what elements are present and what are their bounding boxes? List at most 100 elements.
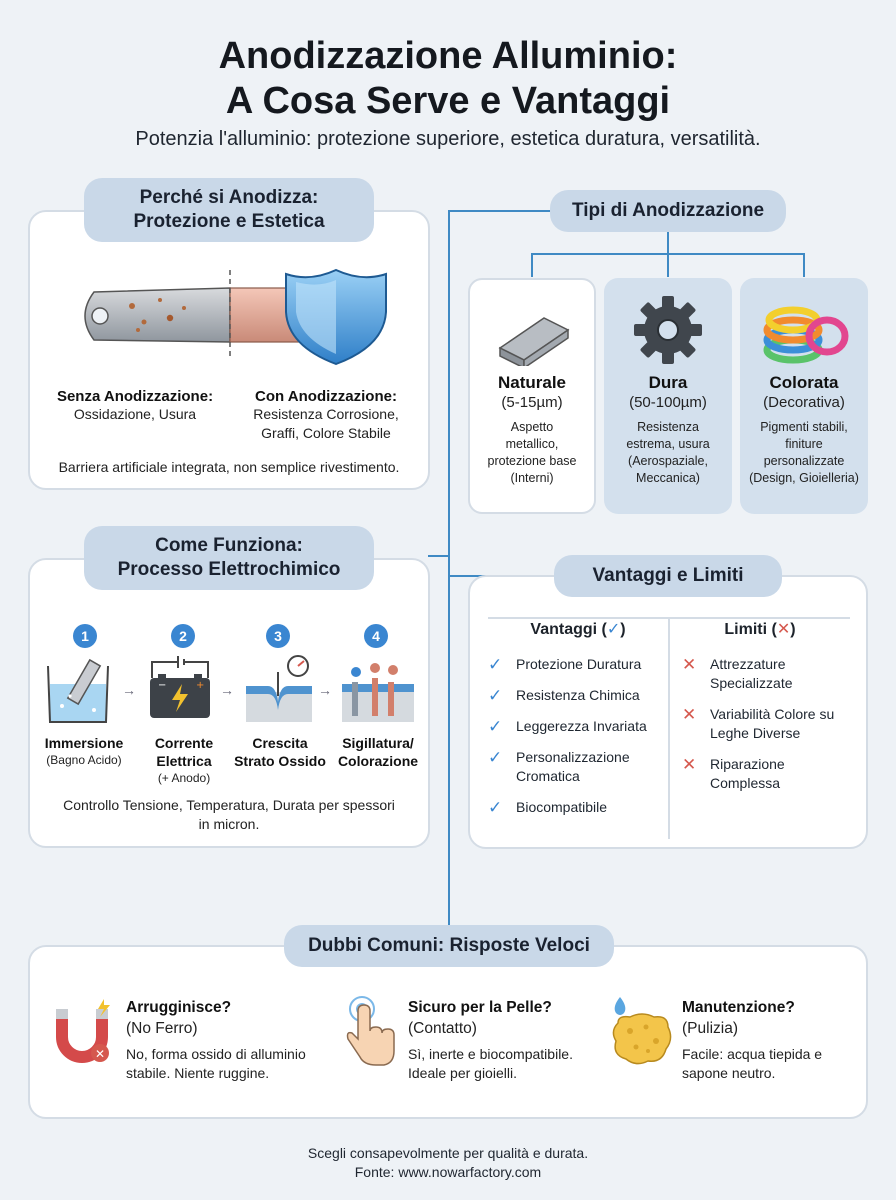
faq-answer: Sì, inerte e biocompatibile. (408, 1046, 573, 1062)
connector-type-2 (667, 253, 669, 277)
page-title-line2: A Cosa Serve e Vantaggi (225, 80, 671, 122)
why-title: Perché si Anodizza: Protezione e Estetic… (84, 178, 374, 242)
connector-types-stem (667, 232, 669, 254)
process-title: Come Funziona: Processo Elettrochimico (84, 526, 374, 590)
list-item: ✓Protezione Duratura (488, 655, 642, 674)
type-desc-line: personalizzate (763, 454, 845, 468)
with-desc-line2: Graffi, Colore Stabile (261, 425, 391, 441)
faq-title: Dubbi Comuni: Risposte Veloci (284, 925, 614, 967)
why-title-line2: Protezione e Estetica (133, 211, 325, 232)
type-desc-line: estrema, usura (626, 437, 710, 451)
type-card-naturale: Naturale (5-15µm) Aspetto metallico, pro… (468, 278, 596, 514)
why-note: Barriera artificiale integrata, non semp… (58, 459, 400, 475)
check-icon: ✓ (488, 686, 503, 705)
aluminum-bar-illustration (84, 268, 387, 366)
page-title-line1: Anodizzazione Alluminio: (218, 35, 678, 77)
faq-question: Sicuro per la Pelle? (408, 999, 552, 1016)
svg-text:+: + (196, 680, 204, 691)
check-icon: ✓ (488, 748, 503, 767)
type-desc-line: protezione base (487, 454, 577, 468)
cons-header: Limiti (✕) (724, 621, 796, 638)
connector-process (428, 555, 450, 557)
step-label: Elettrica (156, 753, 212, 769)
faq-answer: Facile: acqua tiepida e (682, 1046, 823, 1062)
type-desc-line: Aspetto (510, 420, 554, 434)
faq-answer: No, forma ossido di alluminio (126, 1046, 306, 1062)
check-icon: ✓ (488, 717, 503, 736)
type-desc-line: Pigmenti stabili, (760, 420, 848, 434)
faq-panel: ✕ Arrugginisce? (No Ferro) No, forma oss… (28, 945, 868, 1119)
page-subtitle: Potenzia l'alluminio: protezione superio… (135, 128, 761, 150)
battery-icon: − + (150, 656, 210, 718)
list-item: ✓Leggerezza Invariata (488, 717, 647, 736)
type-name: Naturale (497, 373, 567, 392)
type-name: Colorata (769, 373, 839, 392)
faq-question: Arrugginisce? (126, 999, 232, 1016)
svg-text:−: − (158, 680, 166, 691)
faq-answer: sapone neutro. (682, 1065, 776, 1081)
type-range: (Decorativa) (763, 394, 845, 411)
cross-icon: ✕ (682, 705, 697, 724)
connector-type-3 (803, 253, 805, 277)
type-desc-line: metallico, (505, 437, 559, 451)
pros-list: ✓Protezione Duratura ✓Resistenza Chimica… (488, 655, 666, 829)
pros-header: Vantaggi (✓) (530, 621, 626, 638)
step-label: Crescita (252, 735, 308, 751)
faq-answer: stabile. Niente ruggine. (126, 1065, 270, 1081)
process-note-line2: in micron. (198, 816, 260, 832)
faq-context: (No Ferro) (126, 1020, 198, 1037)
type-desc-line: (Interni) (510, 471, 554, 485)
check-icon: ✓ (488, 798, 503, 817)
colored-rings-icon (763, 306, 849, 364)
process-note-line1: Controllo Tensione, Temperatura, Durata … (63, 797, 395, 813)
cross-icon: ✕ (682, 655, 697, 674)
type-desc-line: Meccanica) (636, 471, 700, 485)
types-title: Tipi di Anodizzazione (550, 190, 786, 232)
without-title: Senza Anodizzazione: (56, 388, 214, 405)
type-range: (50-100µm) (629, 394, 707, 411)
type-range: (5-15µm) (501, 394, 563, 411)
cross-icon: ✕ (682, 755, 697, 774)
faq-context: (Contatto) (408, 1020, 477, 1037)
faq-question: Manutenzione? (682, 999, 795, 1016)
step-label: Strato Ossido (234, 753, 326, 769)
footer-line1: Scegli consapevolmente per qualità e dur… (307, 1145, 589, 1161)
faq-answer: Ideale per gioielli. (408, 1065, 517, 1081)
type-desc-line: Resistenza (637, 420, 699, 434)
type-desc-line: finiture (785, 437, 823, 451)
process-title-line1: Come Funziona: (155, 535, 303, 556)
arrow-icon: → (220, 682, 234, 698)
type-card-dura: Dura (50-100µm) Resistenza estrema, usur… (604, 278, 732, 514)
step-label: Immersione (44, 735, 124, 751)
why-panel: Senza Anodizzazione: Ossidazione, Usura … (28, 210, 430, 490)
step-label: Corrente (154, 735, 214, 751)
cross-icon: ✕ (776, 621, 791, 638)
gear-icon (634, 296, 702, 364)
sponge-icon (612, 997, 672, 1065)
with-title: Con Anodizzazione: (255, 388, 397, 405)
faq-context: (Pulizia) (682, 1020, 738, 1037)
without-desc: Ossidazione, Usura (73, 406, 197, 422)
step-sub: (+ Anodo) (157, 771, 211, 785)
step-label: Sigillatura/ (342, 735, 414, 751)
why-title-line1: Perché si Anodizza: (139, 187, 319, 208)
with-desc-line1: Resistenza Corrosione, (253, 406, 399, 422)
type-desc-line: (Design, Gioielleria) (749, 471, 859, 485)
step-number: 1 (73, 624, 97, 648)
process-panel: 1 2 3 4 → − + → → Immersione (Bagno Ac (28, 558, 430, 848)
oxide-layer-icon (246, 655, 312, 722)
list-item: ✓Resistenza Chimica (488, 686, 640, 705)
pros-cons-panel: Vantaggi (✓) Limiti (✕) ✓Protezione Dura… (468, 575, 868, 849)
step-sub: (Bagno Acido) (46, 753, 122, 767)
sealing-icon (342, 663, 414, 722)
step-number: 2 (171, 624, 195, 648)
step-label: Colorazione (337, 753, 419, 769)
check-icon: ✓ (606, 621, 621, 638)
step-number: 4 (364, 624, 388, 648)
type-card-colorata: Colorata (Decorativa) Pigmenti stabili, … (740, 278, 868, 514)
acid-bath-icon (47, 658, 109, 723)
